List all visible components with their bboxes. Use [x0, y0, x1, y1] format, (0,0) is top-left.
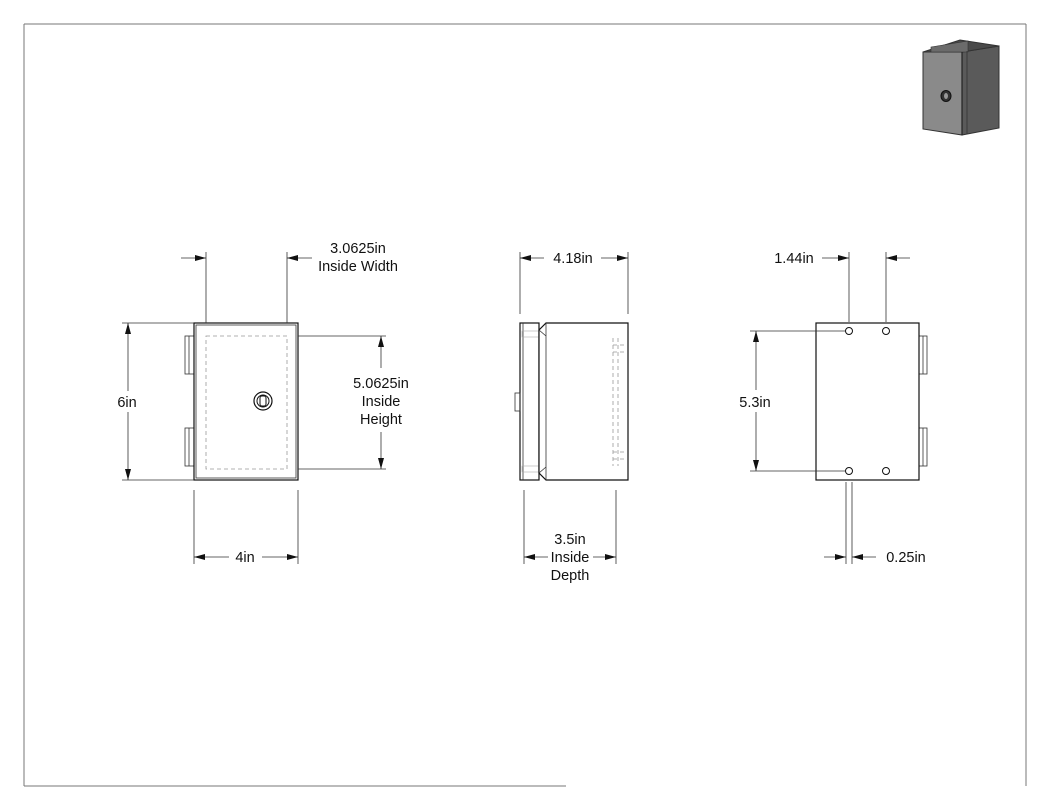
front-view: 6in 4in 3.0625in Inside Width	[117, 241, 409, 566]
dim-overall-height: 6in	[117, 322, 194, 481]
mounting-hole	[882, 467, 890, 475]
side-body	[538, 322, 629, 481]
inside-height-caption-2: Height	[360, 412, 402, 428]
latch-icon	[253, 391, 273, 411]
sheet-border	[23, 23, 1027, 787]
mounting-hole	[845, 467, 853, 475]
hole-spacing-horizontal-label: 1.44in	[774, 251, 814, 267]
inside-outline	[205, 335, 288, 470]
dim-inside-height: 5.0625in Inside Height	[298, 335, 409, 470]
inside-height-caption-1: Inside	[362, 394, 401, 410]
hole-spacing-vertical-label: 5.3in	[739, 395, 770, 411]
overall-width-label: 4in	[235, 550, 254, 566]
mounting-hole	[882, 327, 890, 335]
side-view: 4.18in 3.5in Inside Depth	[514, 251, 629, 584]
inside-depth-value: 3.5in	[554, 532, 585, 548]
dim-overall-depth: 4.18in	[519, 251, 629, 314]
back-body	[815, 322, 920, 481]
dim-hole-offset: 0.25in	[824, 482, 926, 566]
dim-overall-width: 4in	[193, 490, 299, 566]
hinge-bottom	[184, 427, 195, 467]
inside-depth-caption-1: Inside	[551, 550, 590, 566]
inside-width-value: 3.0625in	[330, 241, 386, 257]
dim-hole-spacing-horizontal: 1.44in	[774, 251, 910, 322]
hinge-top	[184, 335, 195, 375]
inside-width-caption: Inside Width	[318, 259, 398, 275]
front-body	[193, 322, 299, 481]
dim-inside-depth: 3.5in Inside Depth	[523, 490, 617, 584]
back-view: 1.44in 5.3in 0.25in	[739, 251, 928, 566]
isometric-enclosure-icon	[922, 39, 1000, 136]
dim-hole-spacing-vertical: 5.3in	[739, 330, 845, 472]
overall-depth-label: 4.18in	[553, 251, 593, 267]
overall-height-label: 6in	[117, 395, 136, 411]
inside-height-value: 5.0625in	[353, 376, 409, 392]
inside-depth-caption-2: Depth	[551, 568, 590, 584]
hole-offset-label: 0.25in	[886, 550, 926, 566]
dim-inside-width: 3.0625in Inside Width	[181, 241, 398, 323]
mounting-hole	[845, 327, 853, 335]
side-latch	[514, 392, 521, 412]
